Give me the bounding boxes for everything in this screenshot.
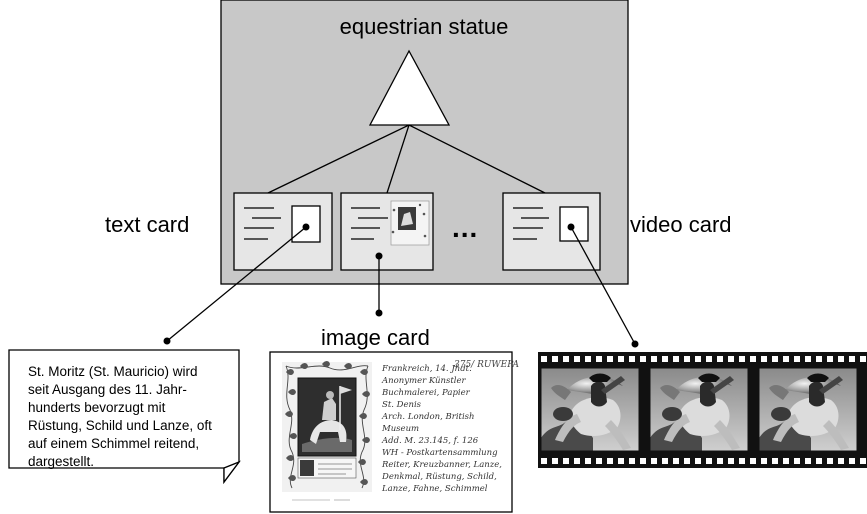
video-card-mini bbox=[502, 192, 601, 271]
text-card bbox=[233, 192, 333, 271]
film-perforations-top bbox=[541, 356, 866, 362]
film-frame-2 bbox=[649, 367, 749, 452]
film-perforations-bottom bbox=[541, 458, 866, 464]
image-card-mini bbox=[340, 192, 434, 271]
text-card-note: St. Moritz (St. Mauricio) wird seit Ausg… bbox=[28, 364, 212, 469]
more-cards-ellipsis: ... bbox=[452, 212, 479, 243]
text-card-label: text card bbox=[105, 212, 190, 237]
film-strip bbox=[538, 352, 867, 468]
image-card-reference: 375/ RUWEPA bbox=[454, 360, 519, 370]
film-frame-1 bbox=[540, 367, 640, 452]
image-card-photo bbox=[269, 351, 513, 513]
video-card-label: video card bbox=[630, 212, 732, 237]
connector-text bbox=[163, 223, 310, 345]
text-note-fold bbox=[223, 460, 241, 484]
diagram-title: equestrian statue bbox=[339, 14, 509, 39]
connector-video bbox=[567, 223, 639, 348]
film-frame-3 bbox=[758, 367, 858, 452]
image-card-handwriting: Frankreich, 14. Jhdt. Anonymer Künstler … bbox=[382, 364, 502, 494]
image-card-label: image card bbox=[321, 325, 430, 350]
statue-links bbox=[267, 124, 546, 194]
connector-image bbox=[375, 252, 383, 317]
